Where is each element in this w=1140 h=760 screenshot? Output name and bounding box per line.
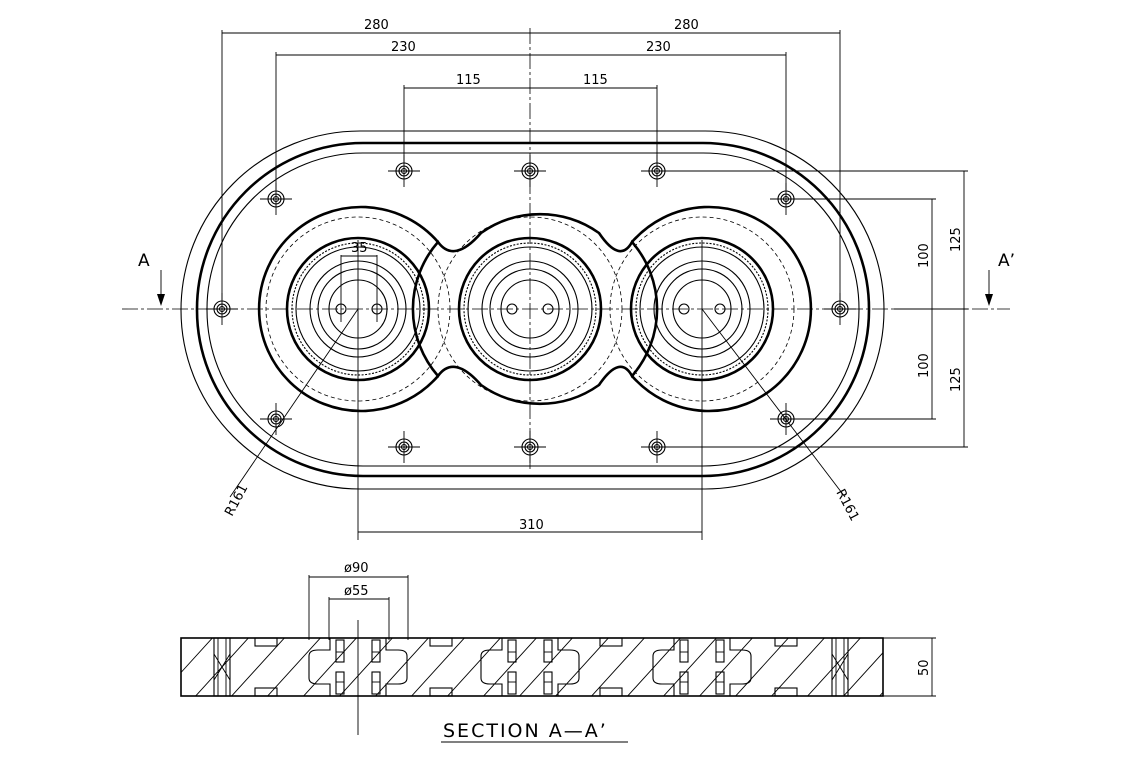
plan-view: R161 R161 <box>122 28 1010 540</box>
section-marker-right: A’ <box>998 251 1015 271</box>
section-arrow-right <box>985 294 993 306</box>
radius-leader-right <box>701 308 846 498</box>
dim-inner-bolt-left: 115 <box>456 73 481 88</box>
section-arrow-left <box>157 294 165 306</box>
dim-vert-upper-outer: 125 <box>949 227 964 252</box>
bolt-hole <box>388 431 420 463</box>
radius-leader-left <box>229 308 359 498</box>
pin-hole-right-b <box>714 303 726 315</box>
dim-vert-lower-inner: 100 <box>917 353 932 378</box>
hidden-circle-left <box>265 216 451 402</box>
dim-overall-left: 280 <box>364 18 389 33</box>
pin-hole-right-a <box>678 303 690 315</box>
section-bore-cavity <box>652 637 752 697</box>
section-bore-cavity <box>480 637 580 697</box>
dim-overall-right: 280 <box>674 18 699 33</box>
hidden-circle-middle <box>437 216 623 402</box>
dim-section-dia-inner: ø55 <box>344 584 369 599</box>
hidden-circle-right <box>609 216 795 402</box>
section-cavities <box>213 637 849 697</box>
pocket-right-lobe <box>631 205 813 413</box>
section-marker-left: A <box>138 251 150 271</box>
dim-section-dia-outer: ø90 <box>344 561 369 576</box>
section-hatching <box>181 638 883 696</box>
bore-left <box>285 236 431 540</box>
section-bore-cavity <box>308 637 408 697</box>
dim-center-spacing: 310 <box>519 518 544 533</box>
dim-outer-bolt-left: 230 <box>391 40 416 55</box>
plan-dimensions: 280 280 230 230 115 115 35 100 125 100 1… <box>138 18 1015 533</box>
plate-outline-main <box>195 141 871 478</box>
bore-middle <box>457 236 603 382</box>
dim-hole-spacing: 35 <box>351 241 368 256</box>
bolt-hole <box>514 155 546 187</box>
section-view: ø90 ø55 50 SECTION A—A’ <box>180 561 936 743</box>
dim-inner-bolt-right: 115 <box>583 73 608 88</box>
pin-hole-middle-a <box>506 303 518 315</box>
radius-label-right: R161 <box>832 487 861 524</box>
pin-hole-middle-b <box>542 303 554 315</box>
radius-label-left: R161 <box>222 482 251 519</box>
plate-outline-inner <box>206 152 860 467</box>
dim-vert-lower-outer: 125 <box>949 367 964 392</box>
dim-outer-bolt-right: 230 <box>646 40 671 55</box>
section-title: SECTION A—A’ <box>443 720 608 742</box>
bolt-hole <box>514 431 546 463</box>
section-bolt-hole <box>213 637 231 697</box>
section-outline <box>180 637 884 697</box>
pocket-left-lobe <box>257 205 439 413</box>
dim-vert-upper-inner: 100 <box>917 243 932 268</box>
bore-right <box>629 236 775 540</box>
dim-section-thickness: 50 <box>917 659 932 676</box>
plate-outline-outer <box>180 130 885 490</box>
